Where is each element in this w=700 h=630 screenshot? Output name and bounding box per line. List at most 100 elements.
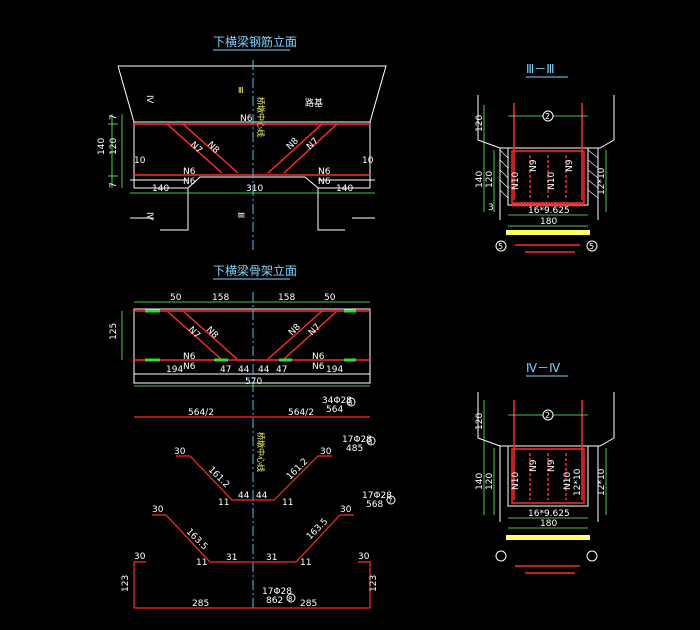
bar4-123b: 123 xyxy=(369,575,379,592)
sec3-marker-5a-text: 5 xyxy=(498,242,503,251)
bar2-44a: 44 xyxy=(238,491,250,501)
label-n7-mid-left: N7 xyxy=(186,325,202,341)
sec3-marker-2 xyxy=(542,110,554,122)
bar4-30a: 30 xyxy=(134,552,146,562)
dim-310: 310 xyxy=(246,184,263,194)
label-n8-right: N8 xyxy=(285,136,301,152)
bar1-spec: 34Φ28 xyxy=(322,396,352,406)
label-bridge-center-mid: 桥墩中心线 xyxy=(256,432,266,472)
bar2-spec: 17Φ28 xyxy=(342,435,372,445)
sec3-n10b: N10 xyxy=(547,172,557,190)
label-n6-mid-left: N6 xyxy=(183,352,196,362)
bar3-no: 7 xyxy=(388,497,392,505)
dim-158-left: 158 xyxy=(212,293,229,303)
sec3-marker-2-text: 2 xyxy=(545,112,550,121)
label-n6-mid-right2: N6 xyxy=(312,362,325,372)
bar4-spec: 17Φ28 xyxy=(262,587,292,597)
sec4-rebar xyxy=(511,400,585,574)
bar3-len: 568 xyxy=(366,500,383,510)
label-n7-right: N7 xyxy=(305,136,321,152)
dim-50-right: 50 xyxy=(324,293,336,303)
label-n6-mid-right: N6 xyxy=(312,352,325,362)
label-n8-left: N8 xyxy=(205,140,221,156)
sec4-marker-left xyxy=(495,550,507,562)
sec3-marker-5b xyxy=(586,240,598,252)
bar4-285b: 285 xyxy=(300,599,317,609)
dim-10-left: 10 xyxy=(134,156,146,166)
top-rebar xyxy=(134,123,370,176)
sec3-dim-180: 180 xyxy=(540,217,557,227)
sec4-marker-2-text: 2 xyxy=(545,411,550,420)
mid-outline xyxy=(133,308,371,384)
dim-140-vertical: 140 xyxy=(97,138,107,155)
dim-10-right: 10 xyxy=(362,156,374,166)
bar4-123a: 123 xyxy=(121,575,131,592)
label-n6-left2: N6 xyxy=(183,177,196,187)
bar1-len: 564 xyxy=(326,405,343,415)
sec3-dim-120: 120 xyxy=(475,115,485,132)
sec4-dim-120b: 120 xyxy=(485,473,495,490)
bar2-no: 8 xyxy=(368,438,372,446)
label-iii-bottom: Ⅲ xyxy=(235,212,245,218)
bar2-11b: 11 xyxy=(282,498,293,508)
sec4-dims xyxy=(483,400,607,540)
bar1-marker xyxy=(346,397,356,407)
bar2-marker xyxy=(366,436,376,446)
bar2-1612b: 161.2 xyxy=(285,457,310,482)
bar3-spec: 17Φ28 xyxy=(362,491,392,501)
label-n6-left: N6 xyxy=(183,167,196,177)
sec3-dims xyxy=(483,105,607,235)
bar4-marker xyxy=(286,593,296,603)
dim-7-bottom: 7 xyxy=(109,182,119,188)
dim-47-right: 47 xyxy=(276,365,287,375)
label-n6-top: N6 xyxy=(240,114,253,124)
bar3-30a: 30 xyxy=(152,505,164,515)
bar1-left: 564/2 xyxy=(188,408,214,418)
top-beam-outline xyxy=(117,65,387,231)
dim-140-right: 140 xyxy=(336,184,353,194)
mid-green-ticks xyxy=(145,309,356,362)
bar2-44b: 44 xyxy=(256,491,268,501)
sec4-n10b: N10 xyxy=(563,472,573,490)
label-n8-mid-left: N8 xyxy=(204,325,220,341)
dim-158-right: 158 xyxy=(278,293,295,303)
title-main-rebar: 下横梁钢筋立面 xyxy=(213,34,297,49)
title-section-iv: Ⅳ－Ⅳ xyxy=(526,361,560,375)
label-n6-right: N6 xyxy=(318,167,331,177)
sec3-hatch xyxy=(499,149,599,199)
bar4-no: 8 xyxy=(288,595,292,603)
sec3-dim-3: 3 xyxy=(488,203,494,213)
label-n6-mid-left2: N6 xyxy=(183,362,196,372)
mid-rebar xyxy=(134,310,370,361)
label-iii-top: Ⅲ xyxy=(238,86,244,95)
label-n6-right2: N6 xyxy=(318,177,331,187)
bar3-31a: 31 xyxy=(226,553,237,563)
dim-120-vertical: 120 xyxy=(109,138,119,155)
dim-44-left: 44 xyxy=(238,365,250,375)
bar4-285a: 285 xyxy=(192,599,209,609)
label-n7-left: N7 xyxy=(188,140,204,156)
bar-shapes xyxy=(133,416,371,609)
sec3-dim-12x10: 12*10 xyxy=(597,167,607,195)
sec4-n9b: N9 xyxy=(547,459,557,472)
sec3-dim-16x9625: 16*9.625 xyxy=(528,206,570,216)
sec4-dim-12x10b: 12*10 xyxy=(573,468,583,496)
sec3-marker-5b-text: 5 xyxy=(589,242,594,251)
bar4-30b: 30 xyxy=(358,552,370,562)
dim-47-left: 47 xyxy=(220,365,231,375)
bar1-right: 564/2 xyxy=(288,408,314,418)
bar2-30b: 30 xyxy=(320,447,332,457)
bar3-11b: 11 xyxy=(300,558,311,568)
sec4-dim-180: 180 xyxy=(540,519,557,529)
top-dim-lines xyxy=(108,114,375,194)
sec4-outline xyxy=(477,392,615,522)
dim-194-left: 194 xyxy=(166,365,183,375)
label-iv-top: Ⅳ xyxy=(144,95,154,104)
bar3-11a: 11 xyxy=(196,558,207,568)
sec3-marker-5a xyxy=(495,240,507,252)
dim-570: 570 xyxy=(245,377,262,387)
dim-194-right: 194 xyxy=(326,365,343,375)
title-strand: 下横梁骨架立面 xyxy=(213,263,297,278)
bar3-31b: 31 xyxy=(266,553,277,563)
